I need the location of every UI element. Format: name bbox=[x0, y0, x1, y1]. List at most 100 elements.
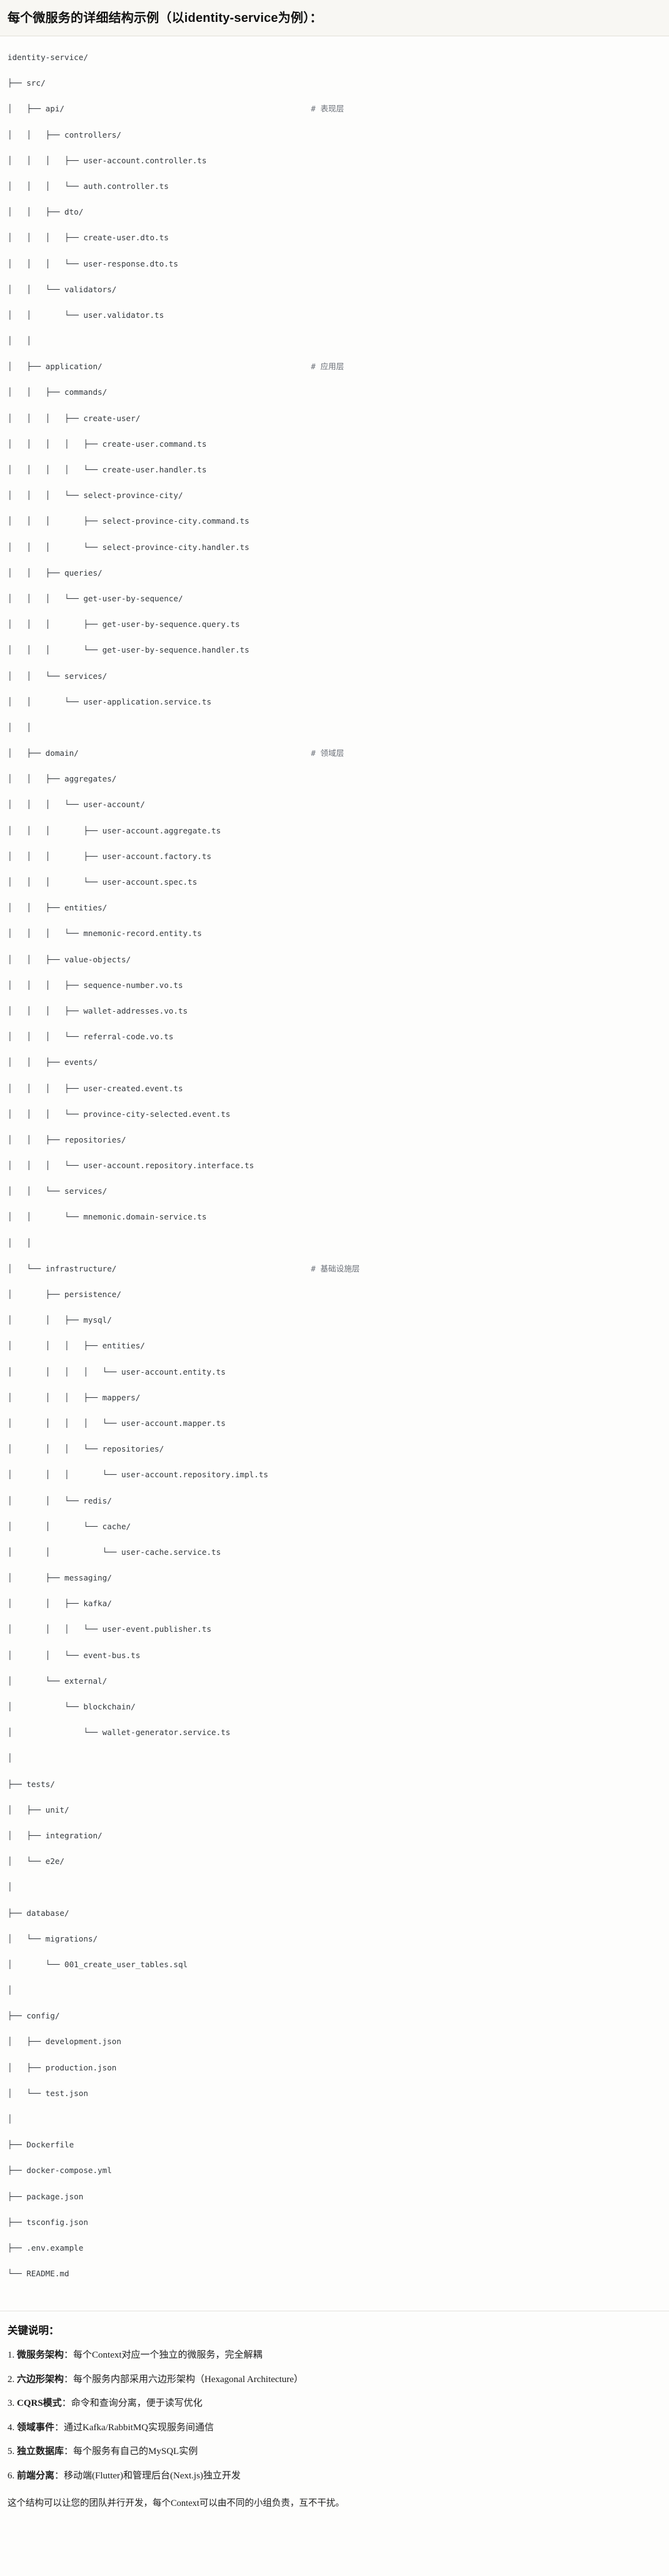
tree-comment: # 表现层 bbox=[311, 104, 345, 114]
tree-path: │ ├── application/ bbox=[8, 362, 103, 372]
tree-path: │ │ └── services/ bbox=[8, 1186, 108, 1196]
tree-row: │ │ └── validators/ bbox=[8, 283, 661, 297]
key-note-term: CQRS模式 bbox=[17, 2398, 62, 2409]
tree-path: │ │ │ └── user-event.publisher.ts bbox=[8, 1624, 212, 1634]
key-note-term: 领域事件 bbox=[17, 2422, 55, 2433]
tree-path: │ │ │ └── user-account.repository.impl.t… bbox=[8, 1470, 269, 1480]
key-note-term: 六边形架构 bbox=[17, 2374, 64, 2385]
tree-path: │ │ │ │ └── create-user.handler.ts bbox=[8, 465, 207, 474]
tree-row: ├── database/ bbox=[8, 1907, 661, 1920]
header-band: 每个微服务的详细结构示例（以identity-service为例）： bbox=[0, 0, 669, 36]
key-note-description: 通过Kafka/RabbitMQ实现服务间通信 bbox=[64, 2422, 214, 2433]
tree-comment: # 领域层 bbox=[311, 748, 345, 758]
tree-row: │ │ │ │ └── user-account.entity.ts bbox=[8, 1366, 661, 1379]
tree-row: └── README.md bbox=[8, 2268, 661, 2281]
key-note-number: 5. bbox=[8, 2446, 15, 2457]
tree-path: │ └── infrastructure/ bbox=[8, 1263, 117, 1273]
tree-path: │ │ │ │ ├── create-user.command.ts bbox=[8, 439, 207, 449]
tree-row: │ │ └── mnemonic.domain-service.ts bbox=[8, 1211, 661, 1224]
tree-row: │ │ │ ├── create-user.dto.ts bbox=[8, 232, 661, 245]
tree-row: │ │ │ ├── user-account.controller.ts bbox=[8, 155, 661, 168]
tree-path: │ │ ├── controllers/ bbox=[8, 130, 121, 140]
tree-row: │ │ └── services/ bbox=[8, 670, 661, 683]
tree-row: │ │ │ └── repositories/ bbox=[8, 1443, 661, 1456]
tree-path: │ │ bbox=[8, 722, 31, 732]
tree-row: ├── config/ bbox=[8, 2010, 661, 2023]
tree-path: ├── package.json bbox=[8, 2191, 84, 2201]
tree-path: ├── tests/ bbox=[8, 1779, 55, 1789]
tree-row: │ ├── development.json bbox=[8, 2035, 661, 2049]
tree-row: │ │ └── redis/ bbox=[8, 1495, 661, 1508]
key-note-number: 1. bbox=[8, 2350, 15, 2361]
tree-path: │ │ │ └── select-province-city.handler.t… bbox=[8, 542, 249, 552]
tree-row: │ │ │ └── province-city-selected.event.t… bbox=[8, 1108, 661, 1121]
tree-row: │ bbox=[8, 1752, 661, 1765]
tree-path: identity-service/ bbox=[8, 53, 88, 62]
tree-comment: # 应用层 bbox=[311, 362, 345, 372]
tree-row: │ │ └── services/ bbox=[8, 1185, 661, 1198]
tree-row: ├── src/ bbox=[8, 77, 661, 90]
tree-path: │ │ │ ├── user-account.controller.ts bbox=[8, 155, 207, 165]
tree-path: │ bbox=[8, 2114, 13, 2124]
tree-row: │ ├── persistence/ bbox=[8, 1288, 661, 1301]
tree-row: │ │ │ └── select-province-city.handler.t… bbox=[8, 541, 661, 554]
tree-row: │ │ │ ├── user-created.event.ts bbox=[8, 1082, 661, 1096]
key-note-colon: ： bbox=[61, 2398, 71, 2409]
tree-row: │ │ └── user.validator.ts bbox=[8, 309, 661, 322]
tree-path: │ ├── api/ bbox=[8, 104, 64, 114]
tree-row: │ │ ├── commands/ bbox=[8, 386, 661, 399]
tree-path: │ │ │ │ └── user-account.entity.ts bbox=[8, 1367, 226, 1377]
key-note-colon: ： bbox=[54, 2422, 64, 2433]
tree-comment: # 基础设施层 bbox=[311, 1263, 360, 1273]
tree-path: ├── src/ bbox=[8, 78, 46, 88]
tree-row: │ │ │ └── user-account.repository.interf… bbox=[8, 1159, 661, 1173]
tree-row: │ ├── integration/ bbox=[8, 1830, 661, 1843]
tree-row: │ │ ├── controllers/ bbox=[8, 129, 661, 142]
tree-row: │ │ │ ├── user-account.aggregate.ts bbox=[8, 825, 661, 838]
tree-row: │ └── external/ bbox=[8, 1675, 661, 1688]
tree-path: │ │ bbox=[8, 1238, 31, 1248]
tree-row: │ └── infrastructure/ # 基础设施层 bbox=[8, 1263, 661, 1276]
tree-path: │ bbox=[8, 1882, 13, 1892]
tree-row: │ │ └── event-bus.ts bbox=[8, 1649, 661, 1662]
tree-row: │ │ └── cache/ bbox=[8, 1520, 661, 1534]
tree-row: │ │ └── user-cache.service.ts bbox=[8, 1546, 661, 1559]
key-note-term: 独立数据库 bbox=[17, 2446, 64, 2457]
tree-path: │ ├── integration/ bbox=[8, 1830, 103, 1840]
tree-path: │ │ │ ├── select-province-city.command.t… bbox=[8, 516, 249, 526]
tree-path: ├── .env.example bbox=[8, 2243, 84, 2253]
tree-path: │ │ │ └── mnemonic-record.entity.ts bbox=[8, 929, 202, 939]
tree-path: │ ├── production.json bbox=[8, 2062, 117, 2072]
tree-path: ├── database/ bbox=[8, 1908, 69, 1918]
tree-path: │ │ │ ├── user-account.aggregate.ts bbox=[8, 825, 221, 835]
tree-row: │ └── test.json bbox=[8, 2087, 661, 2100]
tree-path: │ │ │ ├── user-account.factory.ts bbox=[8, 851, 212, 861]
tree-row: │ │ ├── value-objects/ bbox=[8, 954, 661, 967]
tree-row: │ bbox=[8, 1881, 661, 1894]
tree-row: │ │ ├── events/ bbox=[8, 1056, 661, 1069]
tree-row: │ │ │ ├── get-user-by-sequence.query.ts bbox=[8, 618, 661, 631]
tree-path: │ ├── messaging/ bbox=[8, 1573, 112, 1583]
tree-path: │ │ │ │ └── user-account.mapper.ts bbox=[8, 1418, 226, 1428]
key-note-description: 命令和查询分离，便于读写优化 bbox=[71, 2398, 203, 2409]
tree-row: │ │ bbox=[8, 1237, 661, 1250]
tree-row: │ │ │ └── select-province-city/ bbox=[8, 489, 661, 502]
tree-path: │ └── migrations/ bbox=[8, 1933, 98, 1943]
key-note-number: 2. bbox=[8, 2374, 15, 2385]
tree-row: │ └── blockchain/ bbox=[8, 1701, 661, 1714]
tree-path: │ │ ├── dto/ bbox=[8, 207, 84, 217]
tree-path: │ │ └── user.validator.ts bbox=[8, 310, 164, 320]
tree-row: │ │ │ └── get-user-by-sequence/ bbox=[8, 593, 661, 606]
key-note-item: 5. 独立数据库：每个服务有自己的MySQL实例 bbox=[8, 2445, 661, 2459]
key-notes-footer: 这个结构可以让您的团队并行开发，每个Context可以由不同的小组负责，互不干扰… bbox=[8, 2498, 345, 2509]
tree-path: ├── config/ bbox=[8, 2011, 60, 2021]
tree-row: │ │ │ ├── mappers/ bbox=[8, 1392, 661, 1405]
tree-row: │ │ │ └── user-account.repository.impl.t… bbox=[8, 1469, 661, 1482]
tree-path: │ ├── domain/ bbox=[8, 748, 79, 758]
key-note-item: 2. 六边形架构：每个服务内部采用六边形架构（Hexagonal Archite… bbox=[8, 2373, 661, 2387]
tree-path: │ │ │ └── user-account/ bbox=[8, 800, 145, 810]
tree-row: │ │ bbox=[8, 721, 661, 735]
tree-row: │ │ bbox=[8, 335, 661, 348]
tree-row: ├── .env.example bbox=[8, 2242, 661, 2255]
tree-row: │ │ │ └── user-response.dto.ts bbox=[8, 258, 661, 271]
